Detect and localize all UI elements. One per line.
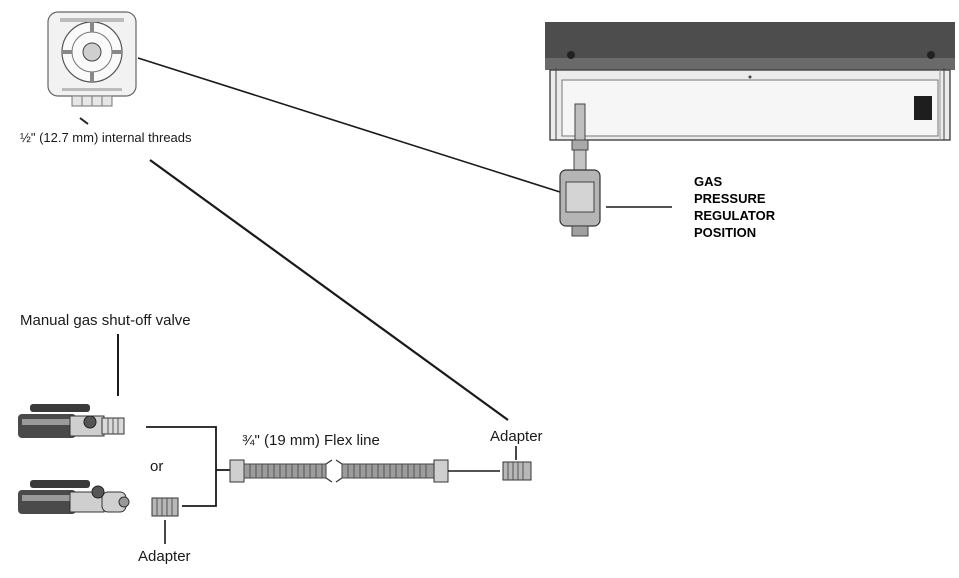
shutoff-valve-flare-icon — [18, 480, 130, 514]
regulator-position-label-line4: POSITION — [694, 225, 757, 240]
connection-bracket — [146, 426, 232, 507]
adapter-bottom-label: Adapter — [138, 548, 191, 565]
shutoff-valve-label: Manual gas shut-off valve — [20, 312, 191, 329]
adapter-right-icon — [502, 461, 532, 481]
leader-line-regulator — [137, 57, 561, 193]
flex-line-label: ¾" (19 mm) Flex line — [242, 432, 380, 449]
adapter-left-icon — [151, 497, 179, 517]
regulator-position-label-line2: PRESSURE — [694, 191, 766, 206]
leader-line-adapter — [149, 159, 509, 421]
regulator-position-label-line1: GAS — [694, 174, 723, 189]
regulator-detail-icon — [47, 11, 137, 125]
appliance-icon — [545, 22, 955, 141]
regulator-position-label-line3: REGULATOR — [694, 208, 776, 223]
flex-line-icon — [229, 459, 449, 483]
thread-size-label: ½" (12.7 mm) internal threads — [20, 130, 192, 145]
or-label: or — [150, 458, 164, 475]
adapter-right-label: Adapter — [490, 428, 543, 445]
pressure-regulator-icon — [559, 103, 601, 237]
shutoff-valve-straight-icon — [18, 404, 125, 438]
